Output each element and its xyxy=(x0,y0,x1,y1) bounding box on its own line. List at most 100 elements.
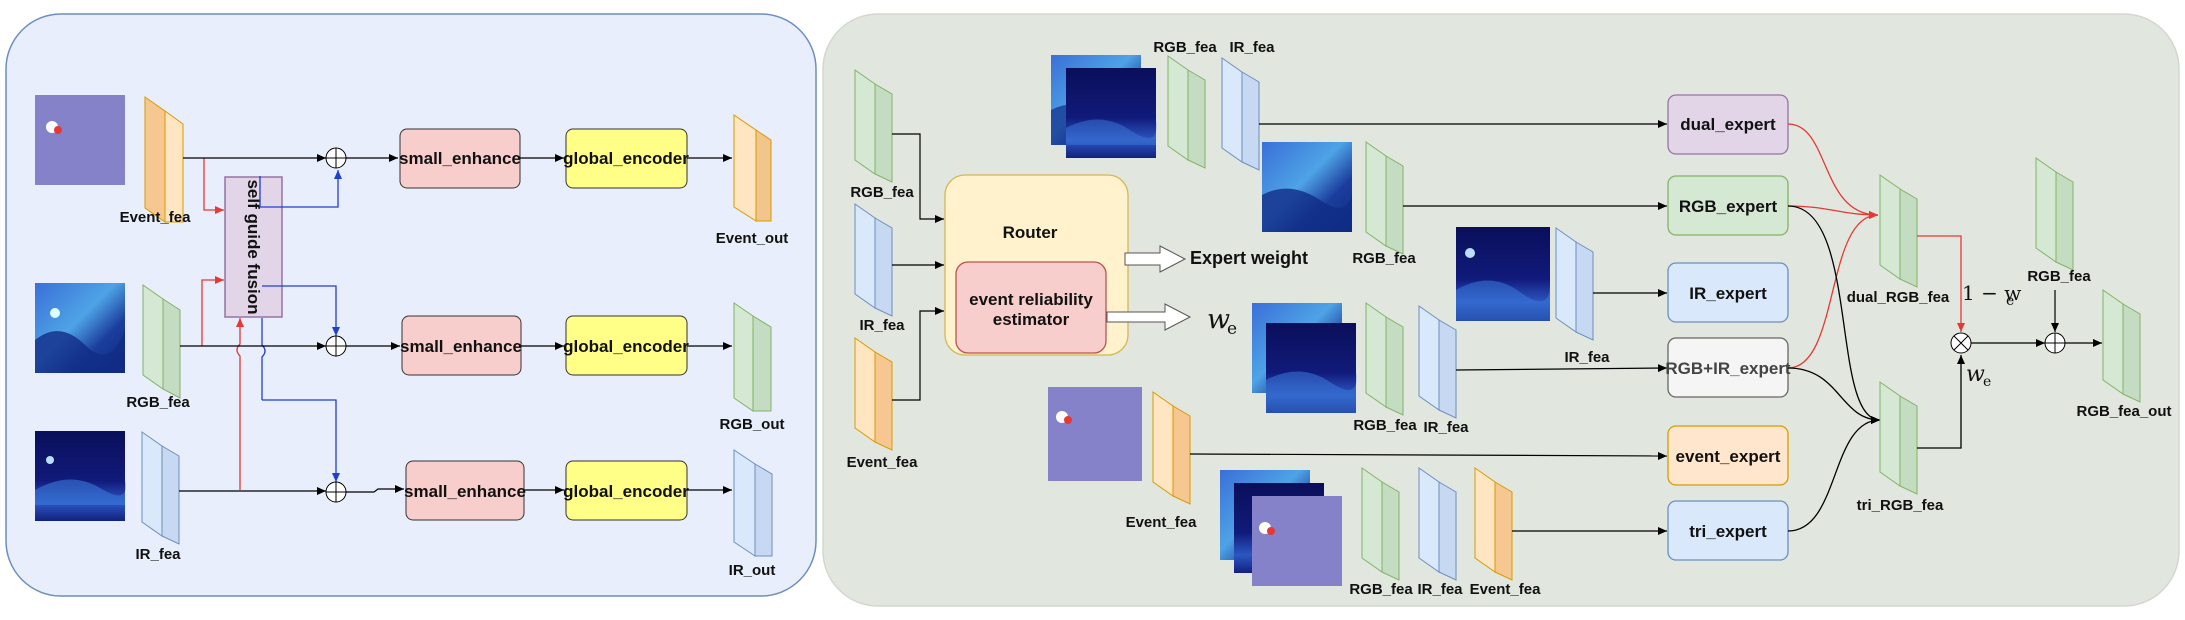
self-guide-fusion-box xyxy=(224,176,283,318)
router-rgb-fea-block xyxy=(854,69,893,183)
feature-label-tri-event: Event_fea xyxy=(1470,581,1542,598)
line-add-to-enh-2 xyxy=(346,485,404,493)
expert-weight-arrow xyxy=(1124,245,1187,273)
black-rgbir-to-trifea xyxy=(1787,367,1881,424)
router-event-fea-block xyxy=(854,337,893,451)
small-enhance-label-1: small_enhance xyxy=(400,337,522,356)
global-encoder-box-2: global_encoder xyxy=(563,460,689,521)
left-output-label-2: IR_out xyxy=(729,562,776,579)
rgb-fea-block-top xyxy=(1167,55,1206,169)
rgbir-expert-label: RGB+IR_expert xyxy=(1665,359,1791,378)
dual-expert-label: dual_expert xyxy=(1680,115,1776,134)
tri-rgb-fea-block xyxy=(1879,381,1918,495)
router-input-label-2: Event_fea xyxy=(847,454,919,471)
event-fea-block-right xyxy=(1152,391,1191,505)
feature-label-ir-irexpert: IR_fea xyxy=(1564,349,1610,366)
ir-expert-box: IR_expert xyxy=(1667,262,1789,323)
rgb-fea-block-rgbir xyxy=(1365,302,1404,416)
tri-expert-label: tri_expert xyxy=(1689,522,1767,541)
we-near-mult-sub: e xyxy=(1983,374,1991,390)
estimator-label-line2: estimator xyxy=(993,310,1070,329)
add-icon-left-0 xyxy=(325,147,347,169)
tri-rgb-fea-label: tri_RGB_fea xyxy=(1857,497,1944,514)
rgb-thumbnail-left xyxy=(35,283,125,373)
ir-fea-block-tri xyxy=(1418,467,1457,581)
ir-out-block xyxy=(733,449,773,557)
event-fea-block-tri xyxy=(1474,467,1513,581)
rgb-fea-out-block xyxy=(2102,289,2141,403)
feature-label-event-expert: Event_fea xyxy=(1126,514,1198,531)
we-arrow xyxy=(1106,303,1192,331)
event-fea-block-left-side xyxy=(164,110,184,223)
black-tri-to-trifea xyxy=(1787,416,1881,532)
rgb-out-block xyxy=(733,302,772,412)
ir-thumbnail-top xyxy=(1066,68,1157,158)
ir-expert-label: IR_expert xyxy=(1689,284,1767,303)
red-rgbir-to-dualfea xyxy=(1787,211,1879,369)
add-icon-left-2 xyxy=(325,481,347,503)
feature-label-ir-rgbir: IR_fea xyxy=(1423,419,1469,436)
we-subscript: e xyxy=(1227,319,1237,339)
left-input-label-0: Event_fea xyxy=(120,209,192,226)
rgb-fea-block-left xyxy=(142,284,181,399)
black-trifea-to-mult xyxy=(1917,355,1965,449)
self-guide-fusion-label: self guide fusion xyxy=(244,179,263,314)
blue-fusion-down xyxy=(261,318,266,400)
small-enhance-label-0: small_enhance xyxy=(399,149,521,168)
router-title: Router xyxy=(1003,223,1058,242)
global-encoder-label-2: global_encoder xyxy=(563,482,689,501)
ir-fea-block-left xyxy=(141,431,180,545)
estimator-label-line1: event reliability xyxy=(969,290,1093,309)
small-enhance-box-2: small_enhance xyxy=(404,460,526,521)
global-encoder-label-0: global_encoder xyxy=(563,149,689,168)
we-symbol: w xyxy=(1207,304,1230,335)
line-to-rgbir-expert xyxy=(1455,364,1668,373)
ir-thumbnail-left xyxy=(35,431,126,521)
router-input-label-0: RGB_fea xyxy=(850,184,914,201)
rgb-fea-block-mid xyxy=(1365,141,1404,255)
feature-label-tri-ir: IR_fea xyxy=(1417,581,1463,598)
rgb-fea-out-label: RGB_fea_out xyxy=(2076,403,2171,420)
dual-rgb-fea-block xyxy=(1879,174,1918,288)
we-near-mult: w xyxy=(1966,362,1985,387)
rgb-skip-label: RGB_fea xyxy=(2027,268,2091,285)
dual-rgb-fea-label: dual_RGB_fea xyxy=(1847,289,1950,306)
red-dual-to-dualfea xyxy=(1787,123,1879,219)
ir-thumbnail-rgbir xyxy=(1266,323,1357,413)
one-minus-we-sub: e xyxy=(2006,293,2014,309)
tri-expert-box: tri_expert xyxy=(1667,500,1789,561)
left-output-label-1: RGB_out xyxy=(720,416,785,433)
red-rgb-to-fusion xyxy=(201,276,224,346)
red-dualfea-to-mult xyxy=(1917,235,1965,332)
ir-fea-block-rgbir xyxy=(1418,305,1457,419)
red-rgb-to-dualfea xyxy=(1787,205,1879,219)
small-enhance-box-1: small_enhance xyxy=(400,315,522,376)
add-icon-right xyxy=(2044,332,2066,354)
multiply-icon xyxy=(1950,332,1972,354)
blue-fusion-to-event xyxy=(259,170,342,208)
rgb-fea-block-tri xyxy=(1361,467,1400,581)
left-output-label-0: Event_out xyxy=(716,230,789,247)
ir-fea-block-irexpert xyxy=(1555,227,1594,341)
small-enhance-label-2: small_enhance xyxy=(404,482,526,501)
feature-label-rgb-top: RGB_fea xyxy=(1153,39,1217,56)
event-expert-box: event_expert xyxy=(1667,425,1789,486)
ir-fea-block-top xyxy=(1221,57,1260,171)
event-thumbnail-left xyxy=(35,95,125,185)
global-encoder-box-1: global_encoder xyxy=(563,315,689,376)
event-thumbnail-tri xyxy=(1252,496,1342,586)
left-input-label-2: IR_fea xyxy=(135,546,181,563)
event-thumbnail-right xyxy=(1048,387,1142,481)
red-ir-to-fusion xyxy=(236,318,244,490)
line-to-event-expert xyxy=(1189,451,1668,460)
dual-expert-box: dual_expert xyxy=(1667,94,1789,155)
feature-label-rgb-rgbir: RGB_fea xyxy=(1353,417,1417,434)
black-rgb-to-trifea xyxy=(1787,205,1881,424)
blue-fusion-to-rgb xyxy=(262,285,340,336)
rgbir-expert-box: RGB+IR_expert xyxy=(1665,337,1791,398)
event-expert-label: event_expert xyxy=(1676,447,1781,466)
ir-thumbnail-irexpert xyxy=(1456,227,1550,321)
event-reliability-estimator-box xyxy=(955,261,1107,354)
feature-label-ir-top: IR_fea xyxy=(1229,39,1275,56)
